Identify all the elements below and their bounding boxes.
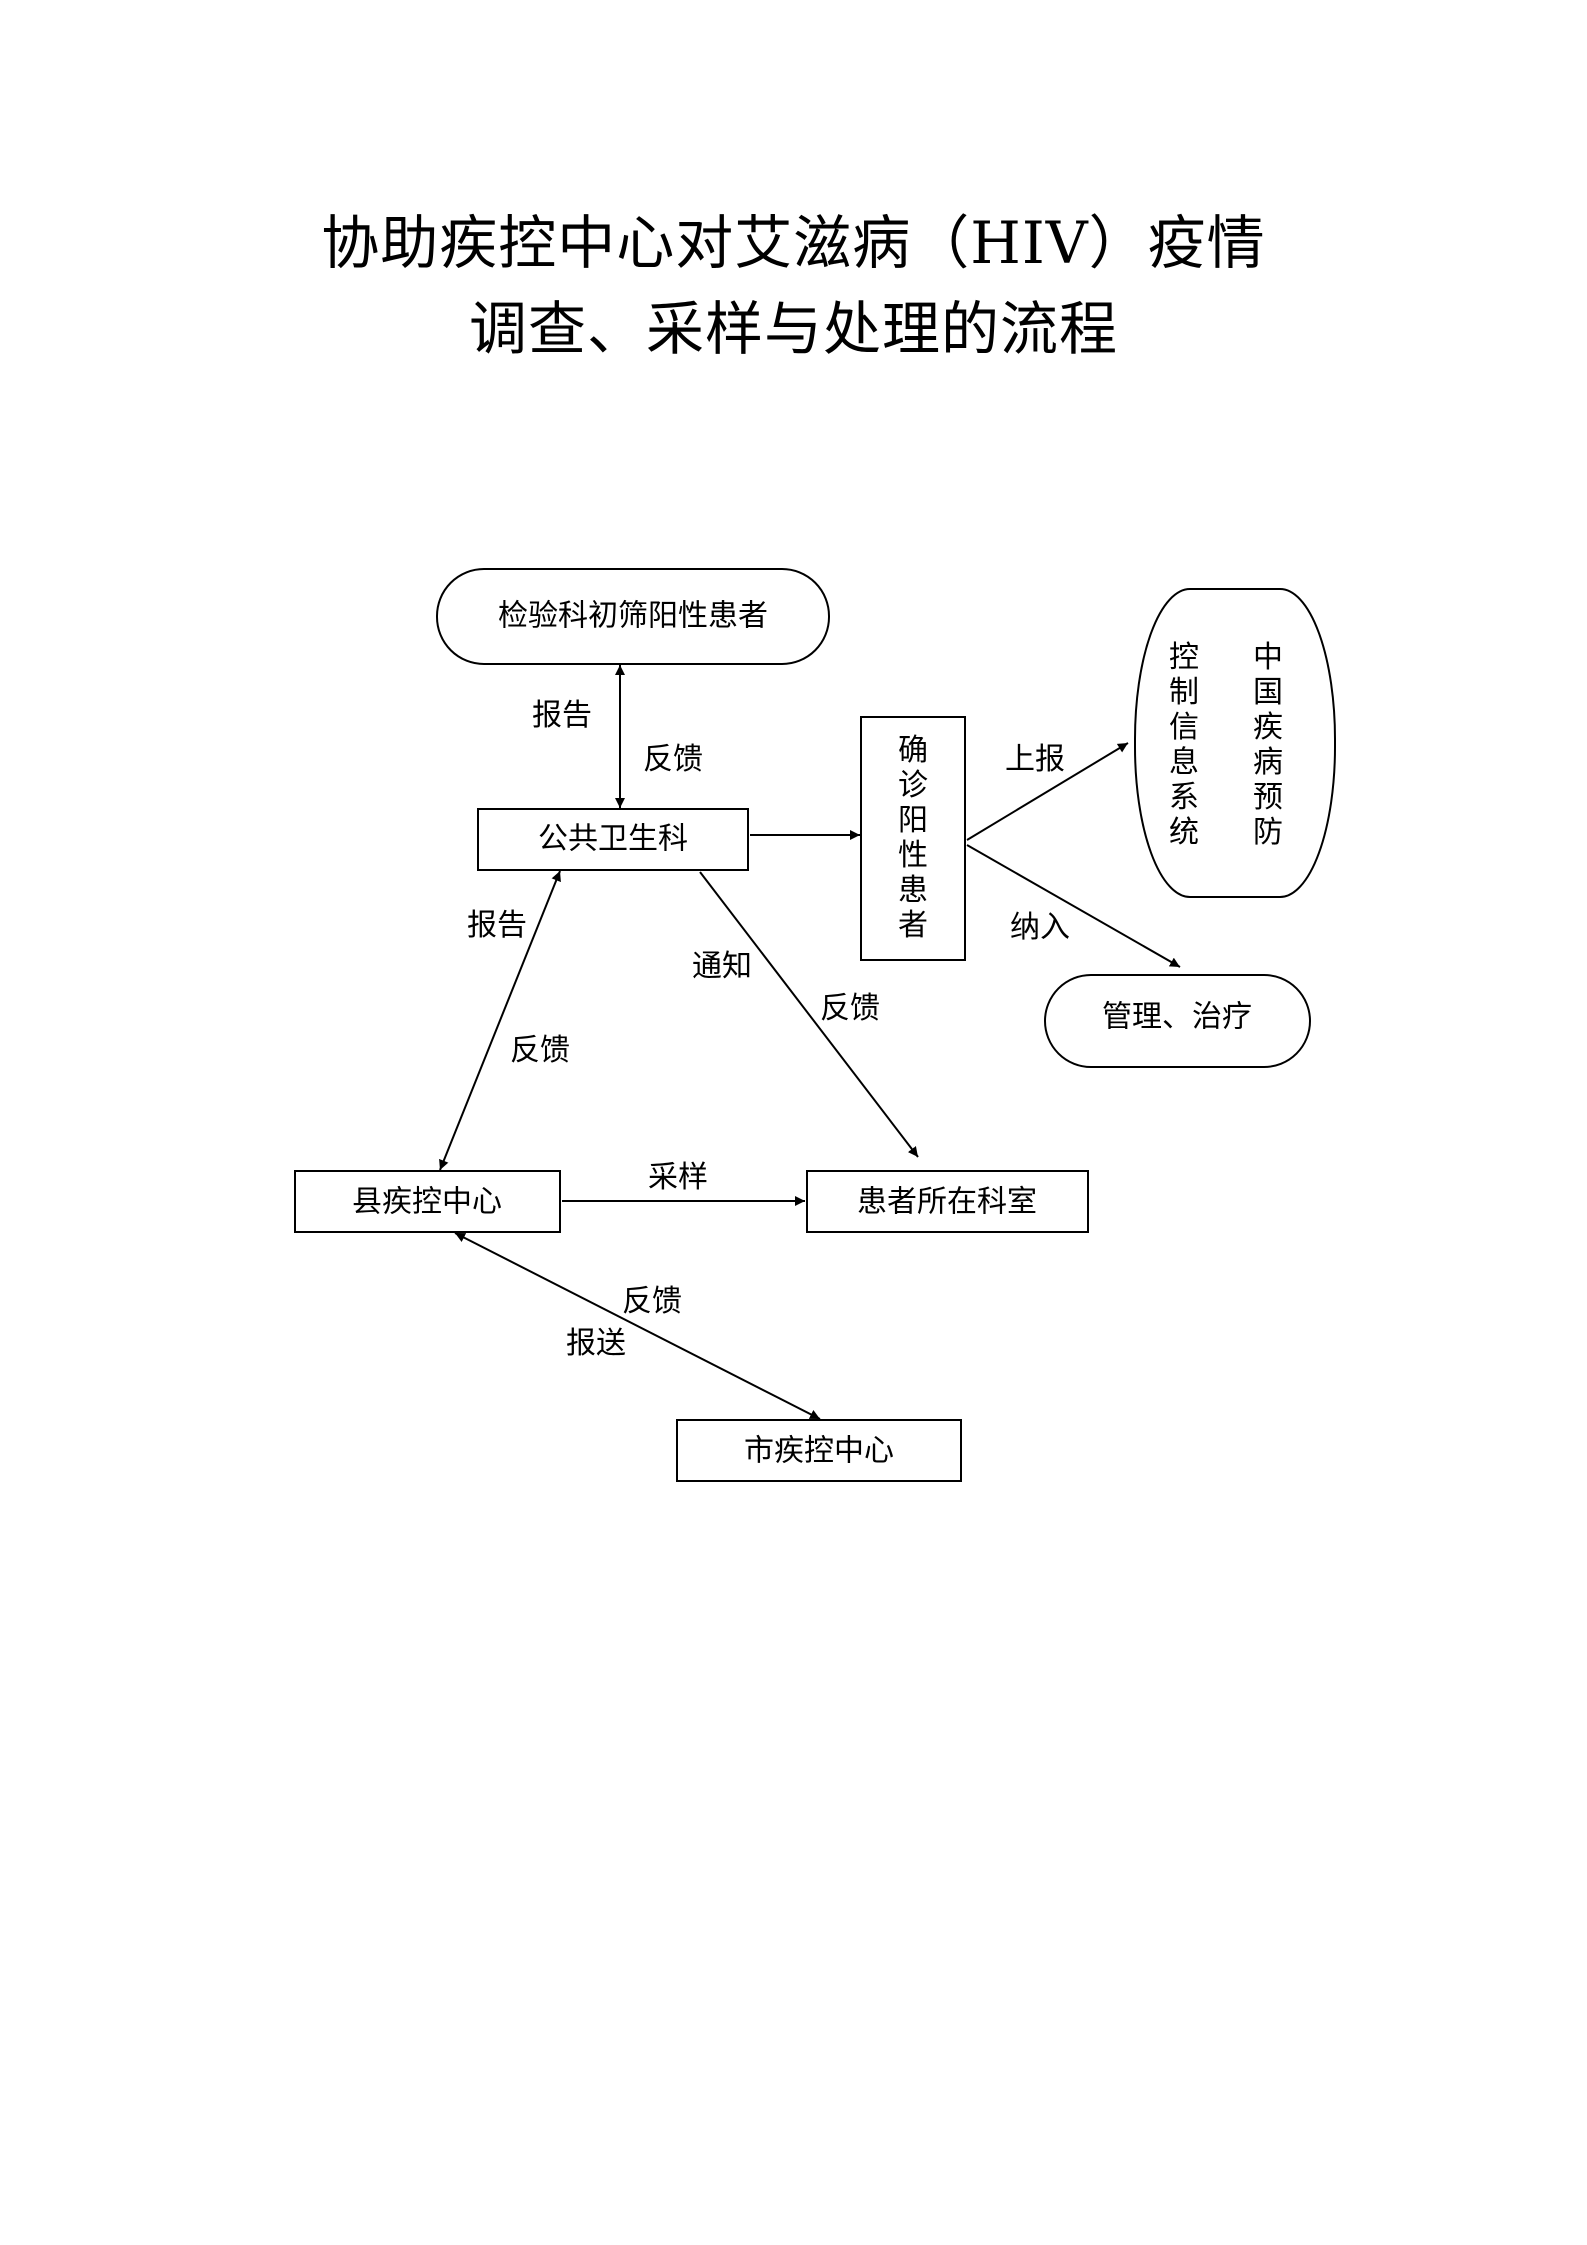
edge-label-county-report: 报告: [467, 908, 527, 943]
edge-label-notify: 通知: [692, 949, 752, 984]
patient-department-label: 患者所在科室: [857, 1185, 1037, 1220]
title-line-2: 调查、采样与处理的流程: [468, 295, 1118, 363]
title-line-1: 协助疾控中心对艾滋病（HIV）疫情: [321, 209, 1266, 277]
edge-label-county-feedback: 反馈: [510, 1033, 570, 1068]
edge-label-lab-report: 报告: [532, 698, 592, 733]
confirmed-management-arrow: [966, 844, 1181, 968]
public-health-label: 公共卫生科: [538, 822, 688, 857]
cdc-system-label-col2: 控制信息系统: [1169, 640, 1199, 850]
county-city-arrow: [454, 1232, 821, 1420]
edge-label-upload-report: 上报: [1005, 742, 1065, 777]
city-cdc-label: 市疾控中心: [744, 1434, 894, 1469]
county-cdc-label: 县疾控中心: [352, 1185, 502, 1220]
public-health-node: [477, 808, 749, 871]
lab-screening-node: [436, 568, 830, 665]
county-cdc-node: [294, 1170, 561, 1233]
public-health-county-arrow: [439, 870, 561, 1171]
cdc-system-node: [1134, 588, 1336, 898]
city-cdc-node: [676, 1419, 962, 1482]
management-treatment-label: 管理、治疗: [1102, 1000, 1252, 1035]
public-health-department-arrow: [699, 871, 919, 1158]
confirmed-cdc-system-arrow: [966, 742, 1129, 841]
edge-label-include: 纳入: [1010, 910, 1070, 945]
edge-label-dept-feedback: 反馈: [820, 991, 880, 1026]
lab-screening-label: 检验科初筛阳性患者: [498, 599, 768, 634]
cdc-system-label-col1: 中国疾病预防: [1253, 640, 1283, 850]
edge-label-city-feedback: 反馈: [622, 1284, 682, 1319]
edge-label-send-report: 报送: [566, 1326, 626, 1361]
edge-label-sampling: 采样: [648, 1160, 708, 1195]
patient-department-node: [806, 1170, 1089, 1233]
management-treatment-node: [1044, 974, 1311, 1068]
confirmed-patient-label: 确诊阳性患者: [898, 733, 928, 943]
edge-label-lab-feedback: 反馈: [643, 742, 703, 777]
confirmed-patient-node: [860, 716, 966, 961]
